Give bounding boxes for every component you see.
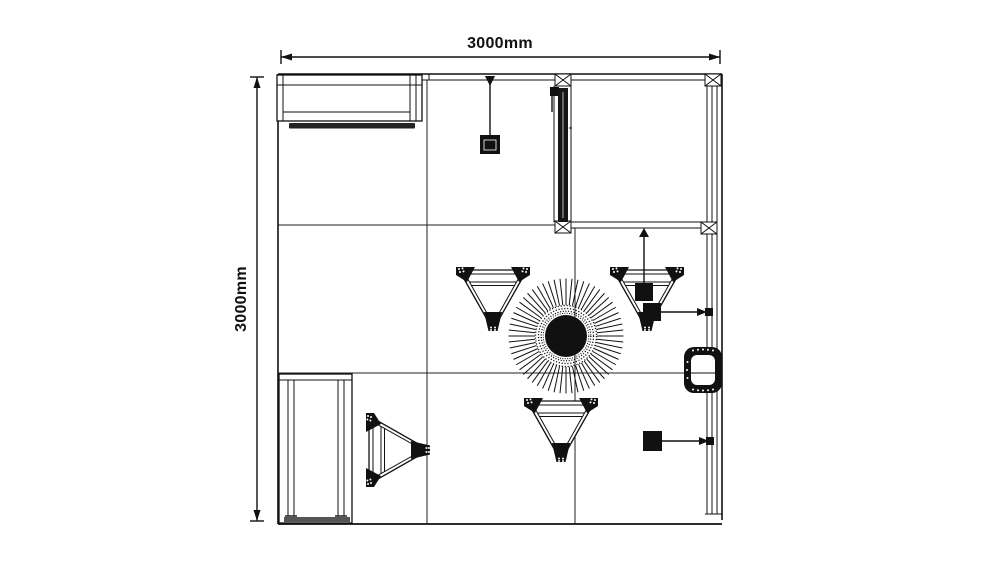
counter-shelf xyxy=(289,123,415,129)
hanging-light-top xyxy=(480,76,500,154)
top-dimension-label: 3000mm xyxy=(467,35,533,52)
display-panel xyxy=(550,87,572,222)
hanging-light-right-lower xyxy=(643,303,713,321)
round-spoke-table xyxy=(508,278,624,394)
storage-cabinet xyxy=(278,373,353,524)
left-dimension-label: 3000mm xyxy=(233,266,250,332)
panel-bracket xyxy=(550,87,559,96)
table-top-center xyxy=(545,315,587,357)
left-dimension xyxy=(250,76,264,522)
hanging-light-right-upper xyxy=(635,228,653,301)
connector-post-right xyxy=(700,221,718,235)
top-dimension xyxy=(280,50,721,64)
chair-bottom xyxy=(523,397,599,463)
chair-left xyxy=(455,266,531,332)
connector-post-top-right xyxy=(704,73,722,87)
hanging-light-bottom-right xyxy=(643,431,714,451)
chair-bottom-left xyxy=(365,412,431,488)
wall-counter xyxy=(276,74,423,129)
cabinet-base xyxy=(284,517,350,522)
connector-post-mid xyxy=(554,220,572,234)
stool xyxy=(684,347,722,393)
connector-post-top-mid xyxy=(554,73,572,87)
